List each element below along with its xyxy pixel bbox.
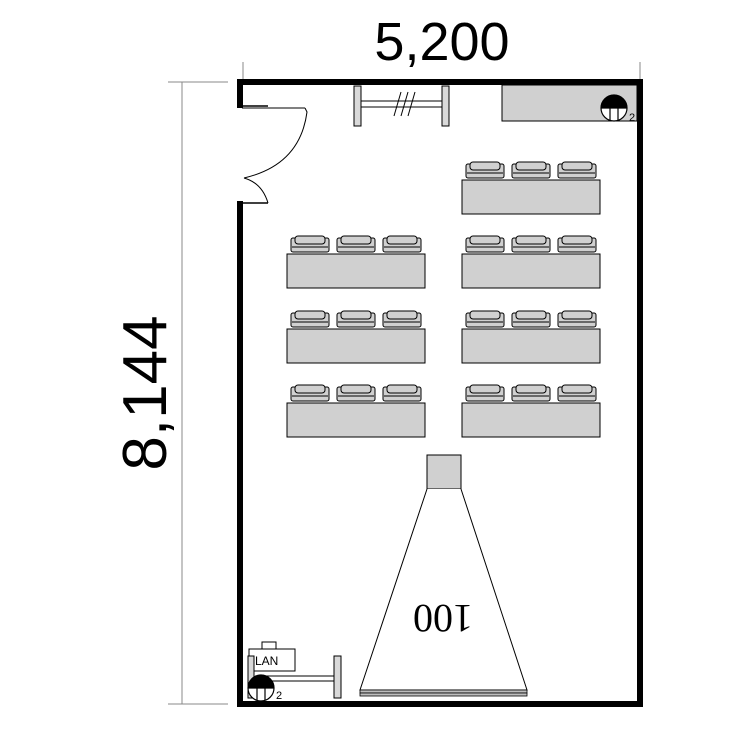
desk-right-3: [461, 384, 601, 438]
chair: [382, 235, 422, 253]
desk-top: [461, 253, 601, 289]
chair: [382, 310, 422, 328]
chair: [511, 310, 551, 328]
screen-size-label: 100: [413, 596, 473, 641]
door: [242, 107, 308, 204]
desk-top: [461, 328, 601, 364]
chair: [465, 161, 505, 179]
height-dimension: 8,144: [111, 81, 228, 705]
chair: [557, 310, 597, 328]
desk-top: [286, 253, 426, 289]
door-jambs: [240, 105, 268, 204]
chair: [557, 235, 597, 253]
desk-top: [461, 402, 601, 438]
desk-left-1: [286, 310, 426, 364]
chair: [382, 384, 422, 402]
width-dimension-label: 5,200: [374, 12, 509, 72]
desk-right-0: [461, 161, 601, 215]
desk-top: [286, 328, 426, 364]
chair: [465, 310, 505, 328]
projection-screen: 100: [359, 488, 528, 697]
chair: [290, 235, 330, 253]
chair: [465, 384, 505, 402]
room-walls: [237, 79, 643, 707]
desk-top: [286, 402, 426, 438]
outlet-bottom-left-icon: 2: [247, 674, 282, 702]
lan-port: LAN: [248, 641, 296, 672]
outlet-top-right-icon: 2: [600, 94, 635, 124]
height-dimension-label: 8,144: [111, 315, 180, 470]
outlet-bottom-left-count: 2: [276, 690, 282, 702]
chair: [557, 384, 597, 402]
desk-right-2: [461, 310, 601, 364]
chair: [336, 310, 376, 328]
desk-right-1: [461, 235, 601, 289]
desk-top: [461, 179, 601, 215]
chair: [336, 235, 376, 253]
desk-left-2: [286, 384, 426, 438]
chair: [290, 310, 330, 328]
lan-label: LAN: [255, 654, 278, 668]
chair: [511, 161, 551, 179]
width-dimension: 5,200: [242, 12, 641, 82]
window: [353, 85, 450, 127]
chair: [465, 235, 505, 253]
desk-layout: [286, 161, 601, 438]
chair: [336, 384, 376, 402]
desk-left-0: [286, 235, 426, 289]
projector: [426, 454, 462, 490]
chair: [511, 384, 551, 402]
chair: [290, 384, 330, 402]
chair: [511, 235, 551, 253]
outlet-top-right-count: 2: [629, 112, 635, 124]
chair: [557, 161, 597, 179]
